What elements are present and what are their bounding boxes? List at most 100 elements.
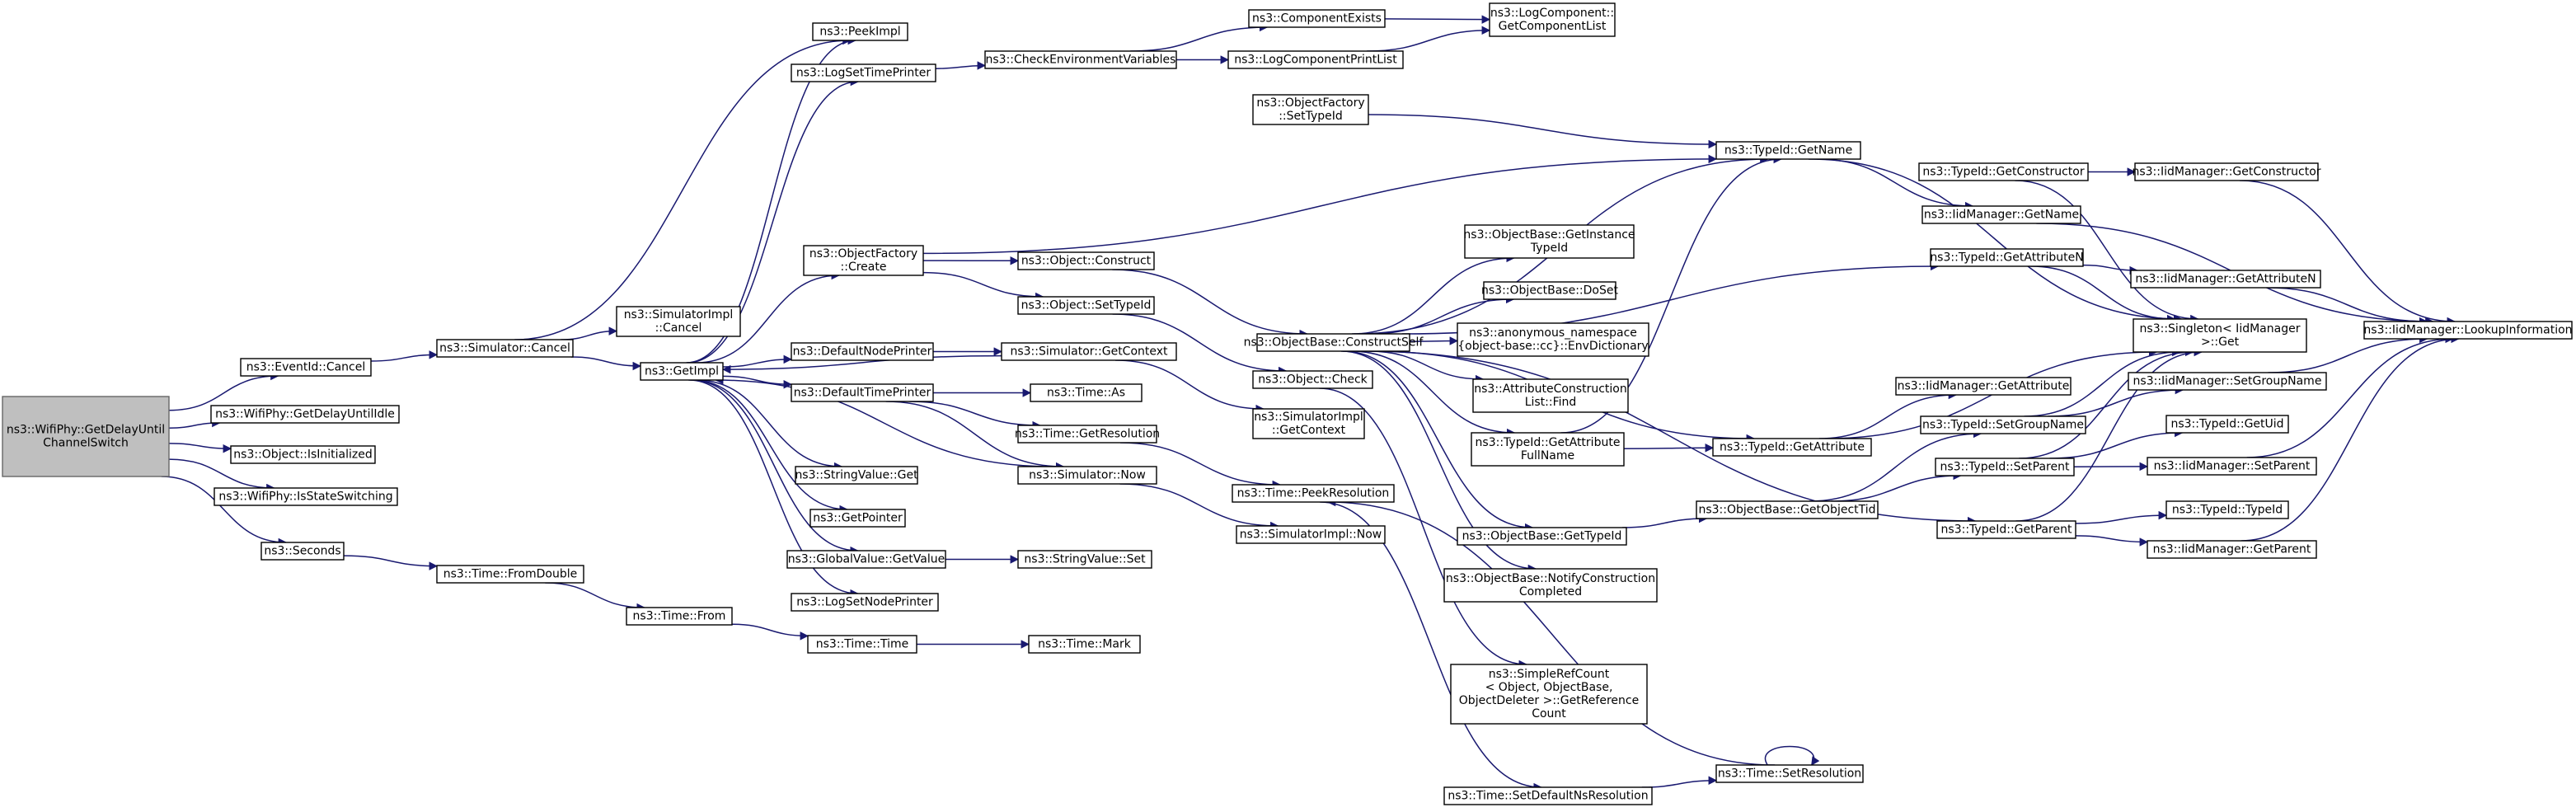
node-label: ns3::Simulator::GetContext [1010,345,1168,359]
node-label: ns3::GlobalValue::GetValue [788,553,945,566]
function-node[interactable]: ns3::Time::SetDefaultNsResolution [1443,786,1653,805]
node-label: ns3::TypeId::GetAttribute [1720,441,1865,454]
function-node[interactable]: ns3::SimulatorImpl::Cancel [616,306,741,337]
node-label: ns3::ObjectBase::NotifyConstruction [1446,572,1655,585]
function-node[interactable]: ns3::TypeId::GetName [1715,141,1861,160]
function-node[interactable]: ns3::StringValue::Set [1017,550,1152,569]
node-box [240,358,372,377]
function-node[interactable]: ns3::Time::PeekResolution [1232,484,1395,503]
node-box [1248,9,1386,28]
function-node[interactable]: ns3::LogSetTimePrinter [791,63,936,82]
function-node[interactable]: ns3::SimpleRefCount< Object, ObjectBase,… [1450,664,1648,725]
call-edge [1351,253,1515,335]
function-node[interactable]: ns3::IidManager::GetAttribute [1895,377,2072,396]
function-node[interactable]: ns3::ObjectFactory::Create [803,245,924,276]
node-label: ns3::ObjectBase::GetObjectTid [1698,504,1875,517]
function-node[interactable]: ns3::Time::FromDouble [436,565,584,584]
node-label: ns3::Object::Construct [1021,255,1152,268]
function-node[interactable]: ns3::Time::As [1030,383,1143,402]
function-node[interactable]: ns3::LogComponentPrintList [1227,50,1404,69]
function-node[interactable]: ns3::SimulatorImpl::GetContext [1252,408,1365,439]
function-node[interactable]: ns3::TypeId::TypeId [2165,500,2289,519]
function-node[interactable]: ns3::EventId::Cancel [240,358,372,377]
function-node[interactable]: ns3::anonymous_namespace{object-base::cc… [1457,322,1649,357]
node-label: Completed [1519,585,1582,598]
function-node[interactable]: ns3::IidManager::GetAttributeN [2130,270,2321,289]
function-node[interactable]: ns3::GetImpl [640,362,724,381]
function-node[interactable]: ns3::IidManager::LookupInformation [2363,321,2573,340]
call-edge [722,375,793,389]
node-label: ::Create [841,260,887,274]
call-edge [885,401,1065,472]
call-edge [1808,158,2183,324]
call-edge [1114,359,1265,414]
function-node[interactable]: ns3::WifiPhy::IsStateSwitching [213,487,398,506]
function-node[interactable]: ns3::Seconds [260,542,345,561]
function-node[interactable]: ns3::TypeId::GetParent [1936,520,2076,539]
function-node[interactable]: ns3::IidManager::SetParent [2147,457,2317,476]
function-node[interactable]: ns3::IidManager::GetName [1921,205,2081,224]
function-node[interactable]: ns3::Object::Check [1252,370,1373,389]
function-node[interactable]: ns3::ObjectBase::DoSet [1481,281,1618,300]
function-node[interactable]: ns3::Time::Time [807,635,917,654]
function-node[interactable]: ns3::Object::SetTypeId [1017,296,1155,315]
function-node[interactable]: ns3::TypeId::GetAttributeN [1930,248,2084,267]
node-box [1489,2,1616,37]
function-node[interactable]: ns3::Singleton< IidManager>::Get [2133,318,2307,353]
function-node[interactable]: ns3::IidManager::GetConstructor [2132,162,2321,181]
function-node[interactable]: ns3::SimulatorImpl::Now [1236,525,1386,544]
node-label: ns3::Time::SetResolution [1718,767,1861,781]
function-node[interactable]: ns3::IidManager::SetGroupName [2128,372,2327,391]
call-edge [2024,347,2181,417]
function-node[interactable]: ns3::GetPointer [809,509,906,528]
call-edge [2075,510,2168,524]
function-node[interactable]: ns3::Time::GetResolution [1015,425,1160,444]
function-node[interactable]: ns3::DefaultTimePrinter [791,383,934,402]
call-edge [1367,26,1491,52]
call-edge [1340,350,1537,574]
call-edge [1369,294,1515,335]
call-edge [343,555,439,570]
function-node[interactable]: ns3::DefaultNodePrinter [791,342,934,361]
node-label: ns3::Time::From [633,610,726,623]
function-node[interactable]: ns3::TypeId::SetGroupName [1920,415,2086,434]
function-node[interactable]: ns3::TypeId::GetUid [2165,415,2289,434]
function-node[interactable]: ns3::Simulator::GetContext [1001,342,1177,361]
function-node[interactable]: ns3::TypeId::SetParent [1935,458,2075,476]
function-node[interactable]: ns3::Object::IsInitialized [230,445,376,464]
node-label: ns3::SimpleRefCount [1489,668,1610,681]
function-node[interactable]: ns3::ObjectBase::ConstructSelf [1244,333,1424,352]
function-node[interactable]: ns3::ObjectBase::GetObjectTid [1696,500,1879,519]
function-node[interactable]: ns3::ObjectFactory::SetTypeId [1252,94,1369,125]
function-node[interactable]: ns3::Simulator::Cancel [436,339,574,358]
function-node[interactable]: ns3::LogComponent::GetComponentList [1489,2,1616,37]
node-label: GetComponentList [1499,20,1607,33]
call-edge [935,61,987,70]
function-node[interactable]: ns3::ObjectBase::GetTypeId [1457,527,1627,546]
node-box [1443,568,1658,603]
node-box [1483,281,1616,300]
function-node[interactable]: ns3::LogSetNodePrinter [791,593,939,612]
function-node[interactable]: ns3::CheckEnvironmentVariables [984,50,1177,69]
function-node[interactable]: ns3::WifiPhy::GetDelayUntilIdle [210,405,400,424]
function-node[interactable]: ns3::ObjectBase::NotifyConstructionCompl… [1443,568,1658,603]
function-node[interactable]: ns3::PeekImpl [812,22,908,41]
function-node[interactable]: ns3::Time::Mark [1028,635,1141,654]
function-node[interactable]: ns3::Time::From [626,607,733,626]
function-node[interactable]: ns3::GlobalValue::GetValue [786,550,946,569]
function-node[interactable]: ns3::ComponentExists [1248,9,1386,28]
function-node[interactable]: ns3::TypeId::GetAttribute [1712,438,1872,457]
function-node[interactable]: ns3::TypeId::GetConstructor [1918,162,2089,181]
function-node[interactable]: ns3::Simulator::Now [1017,466,1157,485]
function-node[interactable]: ns3::Object::Construct [1017,251,1155,270]
function-node[interactable]: ns3::StringValue::Get [795,466,918,485]
function-node[interactable]: ns3::Time::SetResolution [1715,764,1864,783]
node-label: FullName [1521,449,1574,462]
function-node[interactable]: ns3::IidManager::GetParent [2147,540,2317,559]
node-label: ns3::ObjectBase::GetInstance [1463,228,1635,242]
